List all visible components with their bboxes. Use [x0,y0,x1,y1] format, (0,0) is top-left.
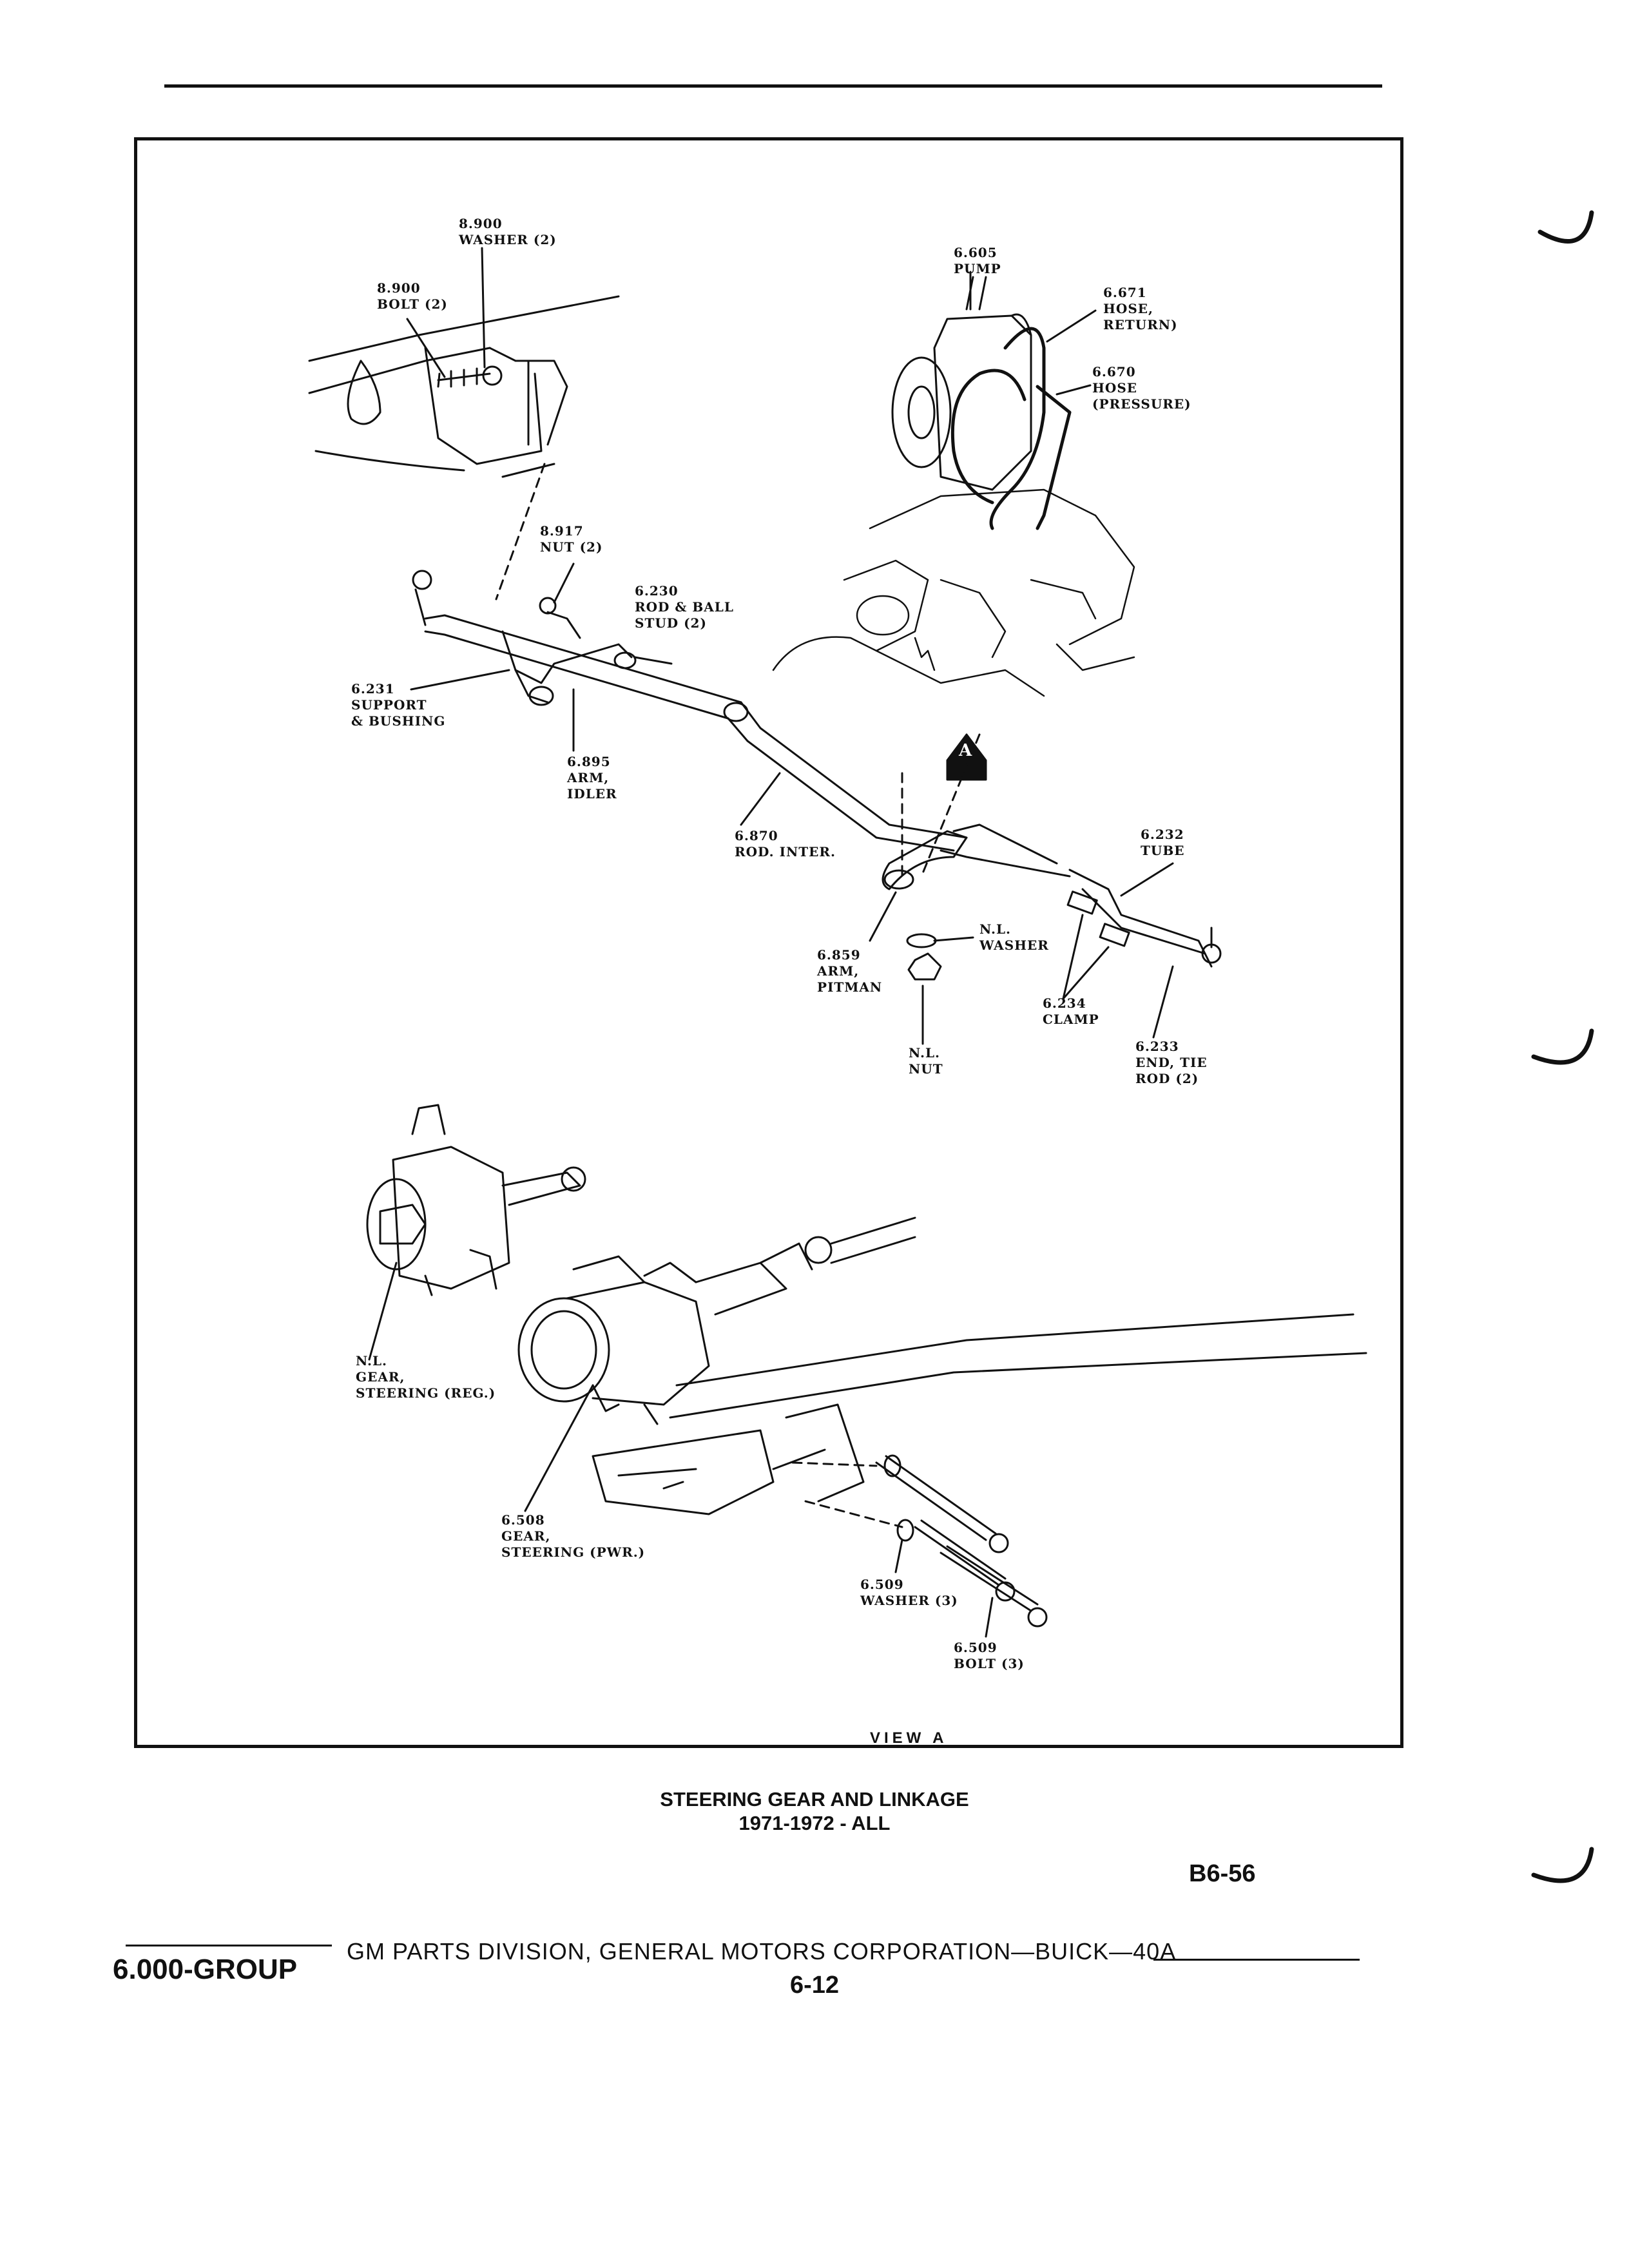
engine-block [772,488,1135,697]
bolt-leader [406,318,446,378]
linkage-parts [412,570,1222,981]
callout-washer-8900: 8.900 WASHER (2) [459,216,557,247]
dash-pitman [901,733,981,878]
hose-parts [950,327,1072,530]
nut-8917-leader [553,562,575,604]
caption-subtitle: 1971-1972 - ALL [738,1812,891,1834]
pressure-hose-leader [1055,384,1092,396]
pitman-leader [869,891,897,942]
diagram-frame [134,137,1403,1748]
caption-title: STEERING GEAR AND LINKAGE [660,1788,969,1811]
callout-rod-inter-6870: 6.870 ROD. INTER. [735,828,836,860]
callout-washer-nl: N.L. WASHER [979,921,1049,953]
margin-mark-2 [1531,1028,1594,1065]
callout-gear-steering-reg: N.L. GEAR, STEERING (REG.) [356,1353,496,1401]
margin-mark-1 [1537,210,1594,244]
washer-nl-leader [933,936,974,942]
view-a-marker-shape [946,733,987,781]
callout-hose-pressure-6670: 6.670 HOSE (PRESSURE) [1092,364,1191,412]
lower-frame-rail [592,1313,1367,1515]
callout-clamp-6234: 6.234 CLAMP [1043,995,1099,1027]
dash-bolts [791,1461,903,1528]
callout-support-bushing-6231: 6.231 SUPPORT & BUSHING [351,681,446,729]
top-rule [164,84,1382,88]
clamp-leader [1062,914,1110,1000]
footer-rule-left [126,1945,332,1946]
view-label: VIEW A [870,1729,948,1747]
callout-bolt-8900: 8.900 BOLT (2) [377,280,448,312]
callout-gear-steering-pwr-6508: 6.508 GEAR, STEERING (PWR.) [501,1512,646,1560]
reg-gear-leader [368,1262,398,1361]
page-id: B6-56 [1189,1860,1256,1887]
callout-nut-nl: N.L. NUT [909,1045,943,1077]
bracket-dash [495,463,546,601]
callout-arm-pitman-6859: 6.859 ARM, PITMAN [817,947,883,995]
callout-rod-ball-stud-6230: 6.230 ROD & BALL STUD (2) [635,583,734,631]
callout-nut-8917: 8.917 NUT (2) [540,523,603,555]
support-leader [410,669,510,691]
margin-mark-3 [1531,1847,1594,1883]
callout-bolt-6509: 6.509 BOLT (3) [954,1640,1025,1671]
rod-ball-stud-leader [633,656,673,665]
callout-tube-6232: 6.232 TUBE [1141,827,1185,858]
bolt-6509-leader [985,1597,994,1638]
callout-arm-idler-6895: 6.895 ARM, IDLER [567,754,617,802]
gear-steering-pwr-part [517,1216,916,1425]
frame-rail-bracket [308,295,620,478]
callout-pump-6605: 6.605 PUMP [954,245,1001,276]
footer-publisher: GM PARTS DIVISION, GENERAL MOTORS CORPOR… [347,1938,1177,1965]
pwr-gear-leader [524,1384,594,1512]
footer-group: 6.000-GROUP [113,1954,298,1985]
return-hose-leader [1046,309,1097,343]
callout-hose-return-6671: 6.671 HOSE, RETURN) [1103,285,1178,332]
footer-rule-right [1153,1959,1360,1961]
tube-leader [1120,862,1174,897]
tie-rod-leader [1152,965,1174,1039]
view-a-marker: A [959,741,973,760]
gear-steering-reg-part [366,1104,586,1296]
footer-page-number: 6-12 [789,1972,840,1999]
bolt-6509-part [875,1454,1048,1628]
pump-part [891,276,1032,491]
washer-6509-leader [894,1539,903,1573]
callout-end-tie-rod-6233: 6.233 END, TIE ROD (2) [1135,1039,1208,1086]
rod-inter-leader [740,772,781,826]
washer-leader [481,247,486,369]
callout-washer-6509: 6.509 WASHER (3) [860,1577,958,1608]
bolt-8900-part [437,365,503,388]
